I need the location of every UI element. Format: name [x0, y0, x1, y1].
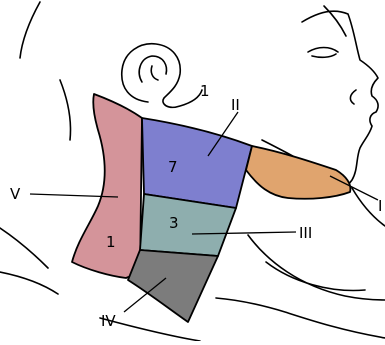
region-I — [246, 146, 350, 199]
label-I: I — [378, 197, 382, 215]
region-IV — [128, 250, 218, 322]
label-II: II — [231, 96, 240, 114]
label-IV: IV — [101, 312, 116, 330]
node-regions — [72, 94, 350, 322]
region-II — [142, 118, 252, 208]
label-V: V — [10, 185, 21, 203]
ear-label: 1 — [200, 82, 210, 100]
count-V: 1 — [106, 233, 116, 251]
label-III: III — [299, 224, 312, 242]
count-II: 7 — [168, 158, 178, 176]
count-III: 3 — [169, 214, 179, 232]
